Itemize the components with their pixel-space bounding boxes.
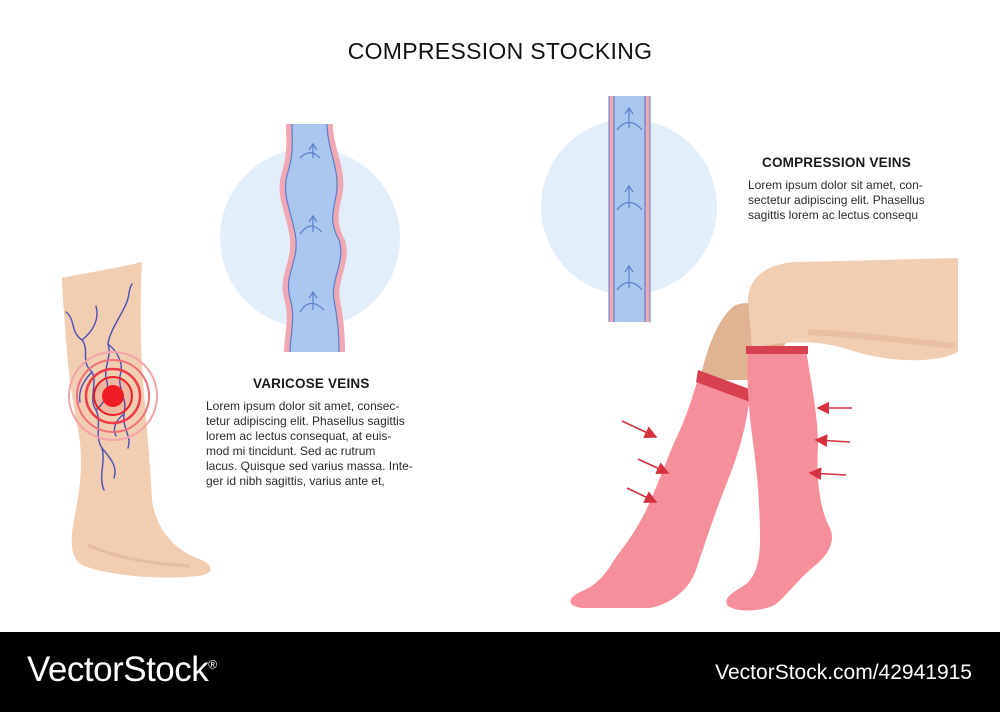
footer-image-id[interactable]: VectorStock.com/42941915 (715, 661, 972, 684)
illustration (62, 96, 958, 611)
vessel-lumen (285, 124, 341, 352)
varicose-leg (62, 262, 211, 578)
compression-heading: COMPRESSION VEINS (762, 155, 911, 170)
compression-vessel (541, 96, 717, 322)
back-stocking (570, 372, 750, 608)
pressure-arrow-icon (621, 401, 852, 503)
pain-point-icon (68, 351, 158, 441)
compression-description: Lorem ipsum dolor sit amet, con- sectetu… (748, 178, 925, 222)
compression-legs (570, 258, 958, 611)
registered-mark: ® (208, 657, 217, 672)
footer-bar: VectorStock® VectorStock.com/42941915 (0, 632, 1000, 712)
varicose-vessel (220, 123, 400, 353)
varicose-description: Lorem ipsum dolor sit amet, consec- tetu… (206, 399, 413, 488)
leg-skin (62, 262, 211, 578)
varicose-heading: VARICOSE VEINS (253, 376, 370, 391)
front-thigh (748, 258, 958, 361)
front-stocking (726, 348, 832, 611)
footer-logo[interactable]: VectorStock® (27, 650, 217, 690)
blood-flow-arrow-icon (299, 142, 325, 313)
footer-logo-text: VectorStock (27, 650, 209, 689)
page-title: COMPRESSION STOCKING (347, 38, 653, 64)
